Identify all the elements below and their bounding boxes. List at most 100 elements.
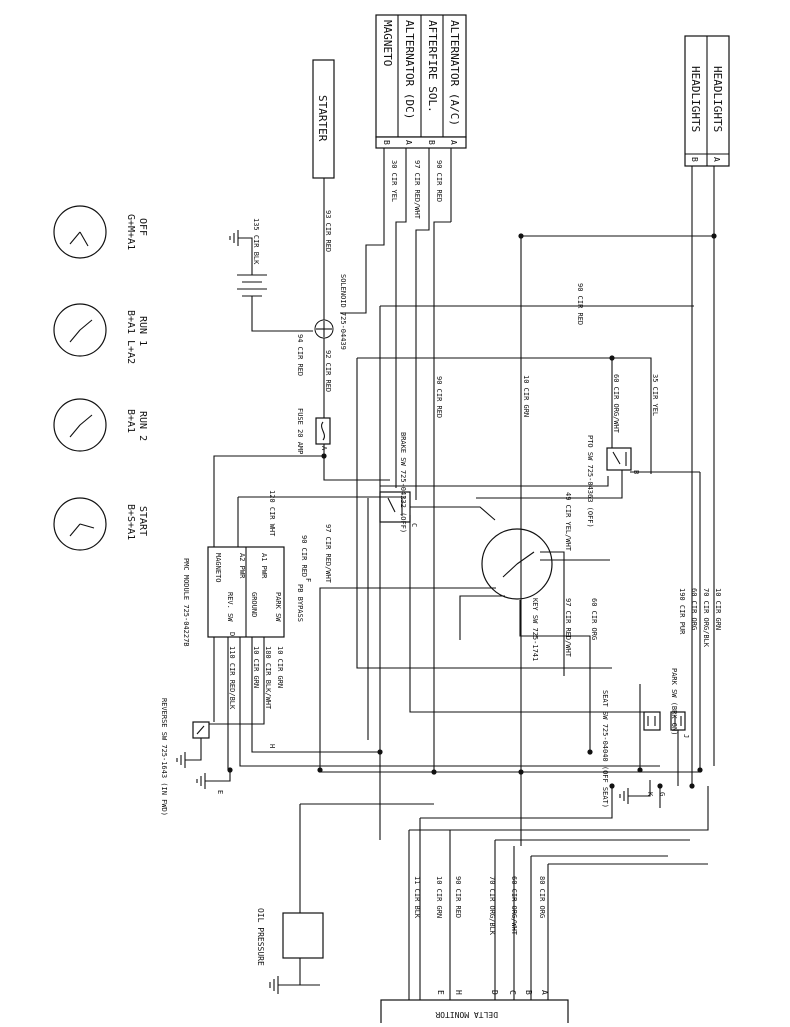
position-combo: G+M+A1 — [125, 214, 136, 250]
key-sw-label: KEY SW 725-1741 — [531, 598, 539, 661]
wire-label: 60 CIR ORG/WHT — [510, 876, 518, 936]
alternator-row-4: MAGNETO — [381, 20, 394, 66]
alternator-row-2: AFTERFIRE SOL. — [426, 20, 439, 113]
alternator-pin-4: B — [382, 140, 391, 145]
wire-label: 10 CIR GRN — [252, 646, 260, 688]
wire-label: 10 CIR GRN — [522, 375, 530, 417]
connector-letters: A E G K J C B H D F — [216, 446, 690, 797]
pmc-title: PMC MODULE 725-04227B — [182, 558, 190, 647]
seat-sw-label: SEAT SW 725-04040 (OFF SEAT) — [601, 690, 609, 808]
oil-pressure-switch: OIL PRESSURE — [256, 804, 324, 994]
wire-label: 60 CIR ORG — [590, 598, 598, 640]
alternator-row-1: ALTERNATOR (A/C) — [448, 20, 461, 126]
headlights-pin-a: A — [712, 157, 721, 162]
wire-label: 10 CIR GRN — [276, 646, 284, 688]
pto-switch: PTO SW 725-04363 (OFF) — [586, 435, 632, 528]
wire-label: 10 CIR GRN — [714, 588, 722, 630]
pmc-right-1: A1 PWR — [260, 553, 268, 579]
ground-icon-seat — [619, 780, 651, 804]
pmc-left-3: GROUND — [250, 592, 258, 617]
pmc-right-2: A2 PWR — [238, 553, 246, 579]
wire-labels: 90 CIR RED 97 CIR RED/WHT 30 CIR YEL 93 … — [228, 160, 722, 936]
position-name: RUN 2 — [137, 411, 148, 441]
wire-label: 90 CIR RED — [435, 160, 443, 202]
pto-sw-label: PTO SW 725-04363 (OFF) — [586, 435, 594, 528]
wire-label: 30 CIR YEL — [390, 160, 398, 202]
letter-c: C — [410, 523, 418, 527]
wire-label: 80 CIR ORG — [538, 876, 546, 918]
wire-label: 97 CIR RED/WHT — [564, 598, 572, 658]
alternator-block: ALTERNATOR (A/C) AFTERFIRE SOL. ALTERNAT… — [375, 14, 467, 149]
wire-label: 120 CIR WHT — [268, 490, 276, 537]
oil-ground-icon — [269, 976, 300, 994]
wire-label: 60 CIR ORG — [690, 588, 698, 630]
wire-label: 35 CIR YEL — [651, 374, 659, 416]
letter-b: B — [632, 470, 640, 474]
ground-icon-reverse — [176, 738, 202, 768]
pmc-right-3: MAGNETO — [214, 553, 222, 583]
wire-label: 90 CIR RED — [576, 283, 584, 325]
letter-g: G — [658, 792, 666, 796]
wire-label: 190 CIR PUR — [678, 588, 686, 635]
fuse-label: FUSE 20 AMP — [296, 408, 304, 454]
switch-position-dials: OFF G+M+A1 RUN 1 B+A1 L+A2 RUN 2 B+A1 ST… — [53, 205, 148, 551]
pmc-module: PMC MODULE 725-04227B A1 PWR A2 PWR MAGN… — [182, 546, 304, 647]
wire-label: 70 CIR ORG/BLK — [488, 876, 496, 936]
position-name: OFF — [137, 218, 148, 236]
solenoid-label: SOLENOID 725-04439 — [339, 274, 347, 350]
wire-label: 90 CIR RED — [454, 876, 462, 918]
delta-monitor-label: DELTA MONITOR — [435, 1010, 498, 1019]
ground-icon-pmc — [196, 770, 231, 789]
junction-dots — [227, 233, 717, 789]
letter-a: A — [320, 446, 328, 451]
pmc-left-2: PARK SW — [274, 592, 282, 622]
solenoid: SOLENOID 725-04439 — [314, 274, 347, 350]
wire-label: 49 CIR YEL/WHT — [564, 492, 572, 552]
wire-label: 93 CIR RED — [324, 210, 332, 252]
wire-label: 92 CIR RED — [324, 350, 332, 392]
delta-pin-h: H — [454, 990, 463, 995]
position-combo: B+A1 L+A2 — [125, 310, 136, 364]
alternator-pin-2: B — [427, 140, 436, 145]
seat-switch: SEAT SW 725-04040 (OFF SEAT) — [601, 690, 661, 808]
delta-pin-c: C — [508, 990, 517, 995]
wire-label: 110 CIR RED/BLK — [228, 646, 236, 710]
position-name: RUN 1 — [137, 316, 148, 346]
letter-e: E — [216, 790, 224, 794]
wire-label: 60 CIR ORG/WHT — [612, 374, 620, 434]
wire-label: 70 CIR ORG/BLK — [702, 588, 710, 648]
letter-k: K — [646, 792, 654, 797]
position-combo: B+S+A1 — [125, 504, 136, 540]
position-off: OFF G+M+A1 — [53, 205, 148, 259]
headlights-pin-b: B — [690, 157, 699, 162]
wire-label: 11 CIR BLK — [413, 876, 421, 919]
wiring-lines — [209, 148, 715, 1000]
alternator-pin-3: A — [404, 140, 413, 145]
battery-icon — [237, 245, 313, 332]
wire-label: 10 CIR GRN — [435, 876, 443, 918]
delta-pin-a: A — [540, 990, 549, 995]
letter-f: F — [304, 578, 312, 582]
pmc-left-4: REV. SW — [226, 592, 234, 622]
position-run1: RUN 1 B+A1 L+A2 — [53, 303, 148, 364]
wire-label: 180 CIR BLK/WHT — [264, 646, 272, 710]
fuse: FUSE 20 AMP — [296, 408, 331, 454]
wire-label: 135 CIR BLK — [252, 218, 260, 265]
letter-d: D — [228, 632, 236, 636]
wire-label: 90 CIR RED — [435, 376, 443, 418]
battery-ground-icon — [229, 230, 253, 246]
position-run2: RUN 2 B+A1 — [53, 398, 148, 452]
brake-switch: BRAKE SW 725-04232 (OFF) — [379, 432, 411, 533]
delta-pin-b: B — [524, 990, 533, 995]
wire-label: 97 CIR RED/WHT — [324, 524, 332, 584]
key-switch: KEY SW 725-1741 — [481, 528, 553, 661]
pmc-left-1: PB BYPASS — [296, 584, 304, 622]
letter-h: H — [268, 744, 276, 748]
brake-sw-label: BRAKE SW 725-04232 (OFF) — [399, 432, 407, 533]
alternator-pin-1: A — [449, 140, 458, 145]
delta-pin-e: E — [436, 990, 445, 995]
wire-label: 94 CIR RED — [296, 334, 304, 376]
park-switch: PARK SW (BRK ON) — [670, 668, 686, 735]
